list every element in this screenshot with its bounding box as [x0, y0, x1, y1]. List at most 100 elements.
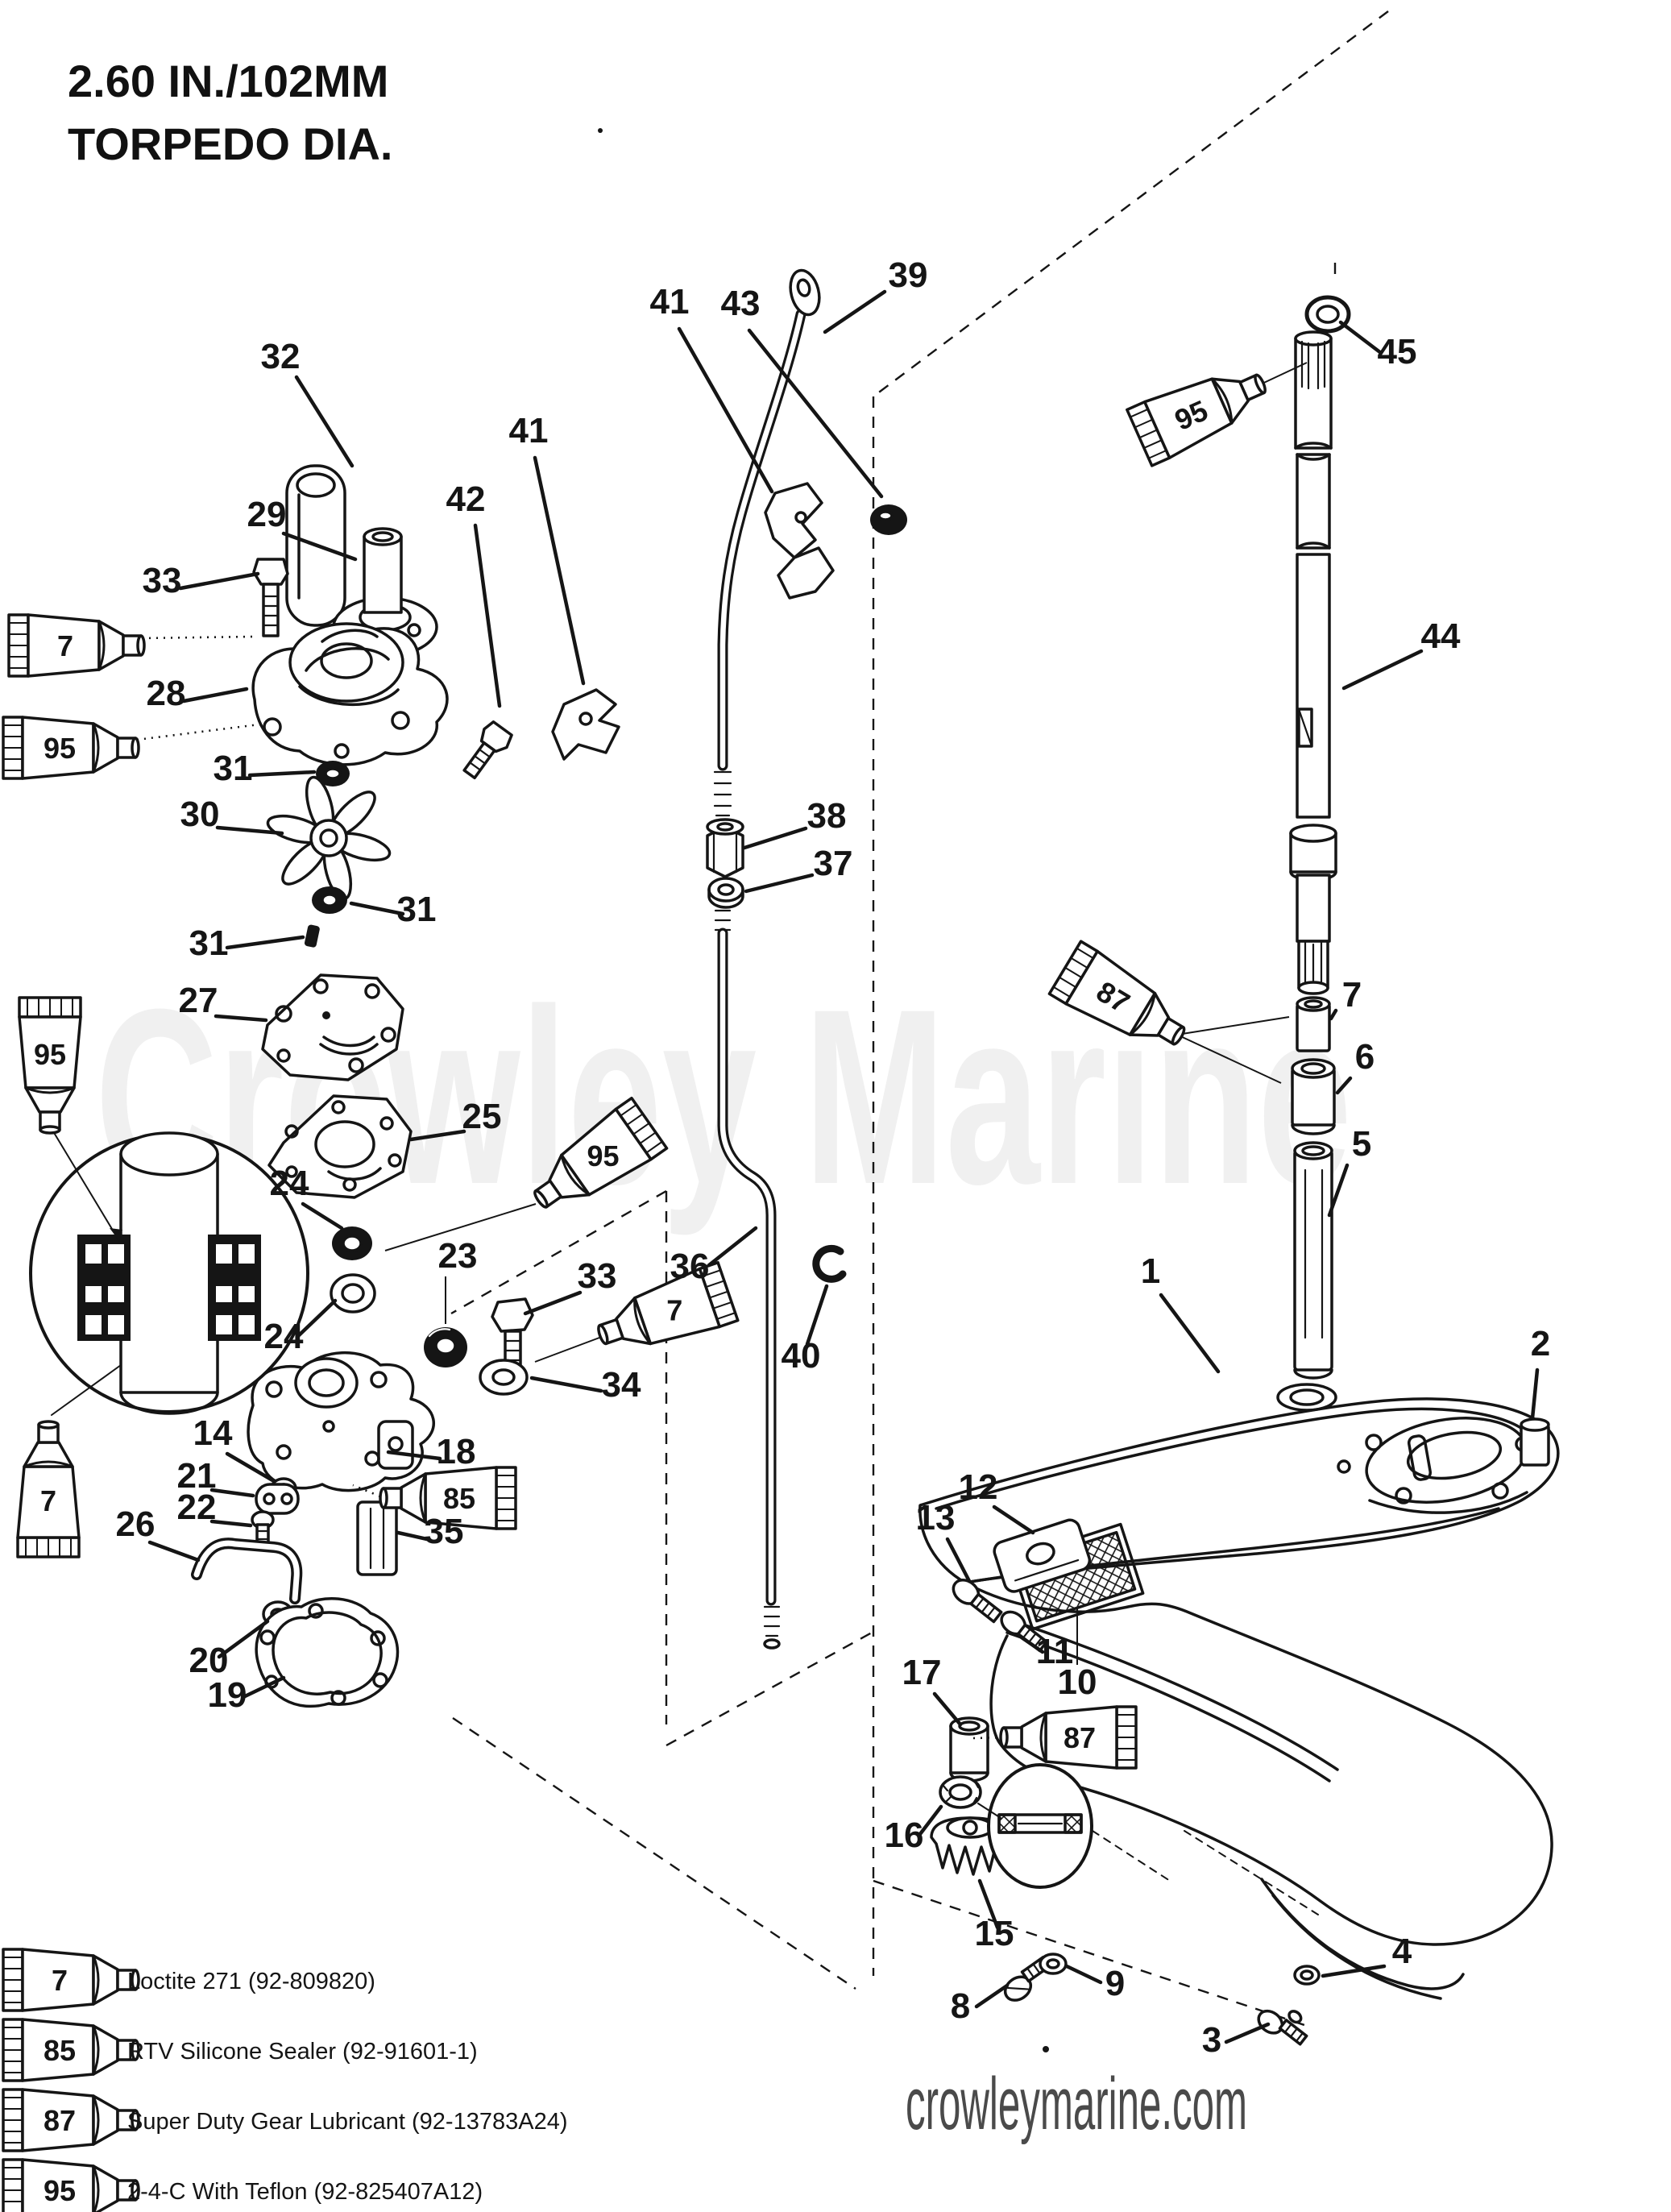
leader-line — [945, 1537, 972, 1583]
part-label-24: 24 — [264, 1317, 304, 1356]
lubricant-number: 85 — [443, 1482, 475, 1515]
leader-line — [225, 1451, 276, 1484]
part-9-washer-drawing — [1039, 1953, 1068, 1975]
part-label-group-31: 31 — [349, 890, 437, 929]
part-label-8: 8 — [951, 1986, 970, 2026]
part-label-group-20: 20 — [189, 1619, 270, 1680]
leader-line — [214, 1014, 268, 1023]
part-33-upper-bolt-drawing — [252, 558, 289, 637]
part-45-oring-drawing — [1304, 295, 1351, 334]
part-34-washer-drawing — [479, 1359, 529, 1396]
lubricant-tube-87: 87 — [999, 1705, 1138, 1770]
part-label-group-33: 33 — [523, 1256, 617, 1316]
part-label-32: 32 — [261, 337, 301, 376]
part-label-31: 31 — [397, 890, 437, 929]
part-label-6: 6 — [1355, 1037, 1375, 1077]
part-27-plate-drawing — [261, 973, 404, 1081]
leader-line — [217, 1619, 270, 1659]
part-label-group-14: 14 — [193, 1413, 276, 1484]
leader-line — [747, 328, 884, 499]
driveshaft-stack — [1289, 295, 1351, 1380]
part-40-circlip-drawing — [812, 1244, 847, 1283]
legend-tube-87: 87 — [2, 2088, 140, 2152]
part-28-drawing — [251, 622, 449, 766]
part-label-14: 14 — [193, 1413, 233, 1453]
leader-line — [247, 770, 317, 778]
part-label-group-41: 41 — [650, 282, 774, 494]
part-31-lower-drawing — [304, 886, 347, 948]
part-26-tube-drawing — [191, 1538, 303, 1604]
part-label-33: 33 — [578, 1256, 617, 1296]
legend-tube-7: 7 — [2, 1948, 140, 2012]
print-dot — [1043, 2046, 1049, 2052]
part-label-13: 13 — [916, 1498, 956, 1538]
part-label-group-42: 42 — [446, 479, 502, 708]
lubricant-number: 95 — [44, 2174, 76, 2207]
leader-line — [473, 523, 502, 708]
title-block: 2.60 IN./102MM TORPEDO DIA. — [68, 56, 392, 169]
part-label-23: 23 — [438, 1236, 478, 1276]
part-label-group-10: 10 — [1058, 1608, 1097, 1702]
part-label-4: 4 — [1392, 1932, 1412, 1971]
part-label-31: 31 — [189, 923, 229, 963]
title-line-2: TORPEDO DIA. — [68, 118, 392, 169]
part-label-25: 25 — [462, 1097, 502, 1136]
part-label-group-45: 45 — [1338, 320, 1416, 371]
part-label-group-23: 23 — [438, 1236, 478, 1324]
part-label-39: 39 — [889, 255, 928, 295]
part-label-group-17: 17 — [902, 1653, 963, 1727]
leader-line — [977, 1878, 1000, 1930]
part-3-screw-drawing — [1257, 2009, 1308, 2046]
leader-line — [1329, 1008, 1338, 1021]
part-15-pinion-drawing — [930, 1816, 1010, 1876]
part-label-22: 22 — [177, 1488, 217, 1527]
part-label-group-12: 12 — [959, 1467, 1035, 1535]
part-label-27: 27 — [179, 981, 218, 1020]
leader-line — [349, 901, 405, 916]
lubricant-number: 7 — [666, 1293, 682, 1326]
part-label-group-28: 28 — [147, 674, 249, 713]
part-label-group-15: 15 — [975, 1878, 1014, 1953]
part-label-43: 43 — [721, 284, 761, 323]
lubricant-tube-7: 7 — [16, 1420, 81, 1558]
part-label-group-31: 31 — [189, 923, 305, 963]
lubricant-number: 7 — [40, 1484, 56, 1517]
part-44-driveshaft-drawing — [1289, 330, 1337, 995]
part-21-drawing — [255, 1483, 300, 1515]
leader-line — [209, 1519, 253, 1528]
leader-line — [974, 1983, 1010, 2009]
part-label-44: 44 — [1421, 616, 1461, 656]
part-label-group-34: 34 — [529, 1365, 641, 1405]
part-23-drawing — [424, 1327, 467, 1367]
part-label-35: 35 — [425, 1512, 464, 1551]
part-label-group-19: 19 — [208, 1675, 286, 1715]
leader-line — [533, 455, 586, 686]
part-label-29: 29 — [247, 495, 287, 534]
part-2-dowel-drawing — [1520, 1417, 1550, 1467]
part-label-18: 18 — [437, 1432, 476, 1471]
part-label-group-38: 38 — [742, 796, 846, 850]
part-label-group-36: 36 — [670, 1226, 758, 1286]
lubricant-tube-95: 95 — [18, 996, 82, 1135]
part-label-2: 2 — [1531, 1324, 1550, 1363]
lubricant-number: 95 — [587, 1139, 619, 1172]
part-label-group-33: 33 — [143, 561, 260, 600]
part-label-28: 28 — [147, 674, 186, 713]
legend-row-95: 95 2-4-C With Teflon (92-825407A12) — [2, 2158, 483, 2212]
legend-label-95: 2-4-C With Teflon (92-825407A12) — [127, 2179, 483, 2205]
part-24-seals-drawing — [330, 1226, 376, 1314]
part-17-bushing-drawing — [949, 1716, 989, 1782]
part-label-group-29: 29 — [247, 495, 358, 562]
leader-line — [209, 1488, 255, 1498]
part-16-bearing-drawing — [939, 1775, 982, 1809]
part-label-17: 17 — [902, 1653, 942, 1692]
lubricant-tube-7: 7 — [7, 613, 146, 678]
legend-label-87: Super Duty Gear Lubricant (92-13783A24) — [127, 2109, 567, 2135]
part-25-plate-drawing — [267, 1094, 413, 1199]
part-label-7: 7 — [1342, 975, 1362, 1015]
lubricant-tube-95: 95 — [1126, 373, 1267, 467]
part-label-37: 37 — [814, 844, 853, 883]
part-label-group-24: 24 — [270, 1164, 344, 1231]
